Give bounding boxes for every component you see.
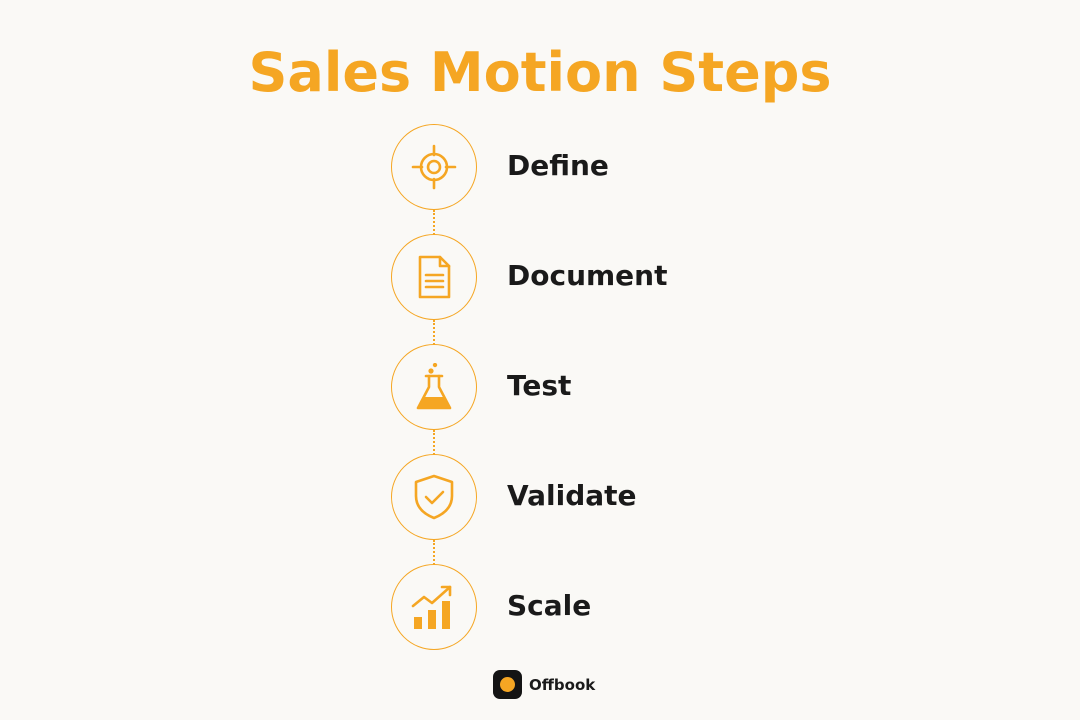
- step-test: Test: [391, 344, 791, 432]
- step-icon-circle: [391, 454, 477, 540]
- growth-chart-icon: [411, 585, 452, 629]
- step-label: Test: [507, 369, 572, 402]
- step-icon-circle: [391, 564, 477, 650]
- step-label: Define: [507, 149, 609, 182]
- brand-name: Offbook: [529, 676, 596, 694]
- step-label: Document: [507, 259, 668, 292]
- step-document: Document: [391, 234, 791, 322]
- connector-line: [433, 430, 435, 455]
- offbook-logo-icon: [493, 670, 522, 699]
- step-validate: Validate: [391, 454, 791, 542]
- document-icon: [418, 255, 451, 299]
- flask-icon: [416, 363, 452, 410]
- connector-line: [433, 210, 435, 235]
- step-scale: Scale: [391, 564, 791, 652]
- step-icon-circle: [391, 124, 477, 210]
- step-label: Scale: [507, 589, 592, 622]
- page-title: Sales Motion Steps: [248, 41, 832, 104]
- shield-check-icon: [414, 474, 454, 520]
- step-define: Define: [391, 124, 791, 212]
- connector-line: [433, 320, 435, 345]
- connector-line: [433, 540, 435, 565]
- step-label: Validate: [507, 479, 637, 512]
- target-icon: [411, 144, 457, 190]
- step-icon-circle: [391, 344, 477, 430]
- step-icon-circle: [391, 234, 477, 320]
- logo-dot: [500, 677, 515, 692]
